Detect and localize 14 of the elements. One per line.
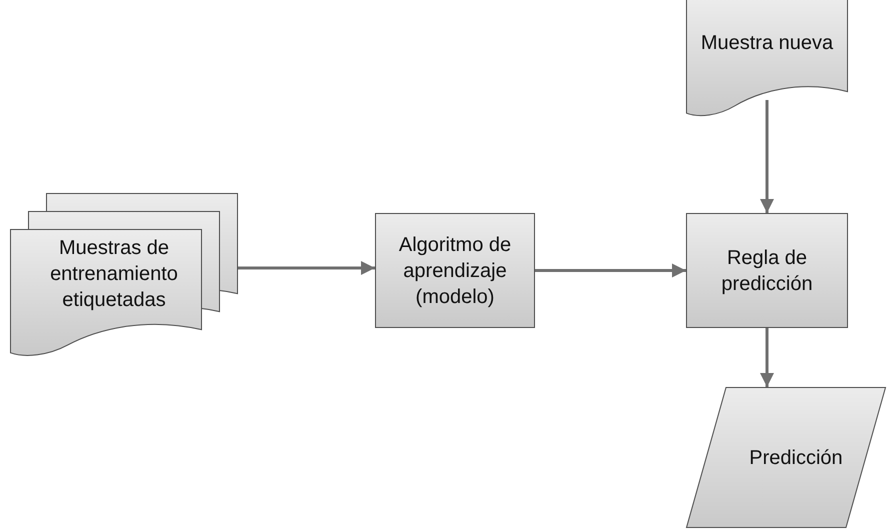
process-box [375,213,535,328]
multi-document-shape [10,193,238,358]
arrow [760,328,774,387]
node-text: Muestra nueva [700,31,834,56]
document-shape [686,0,848,118]
node-text: Predicción [749,446,843,470]
data-parallelogram [686,387,886,528]
node-text: Regla de predicción [720,246,814,296]
process-box [686,213,848,328]
arrow [760,100,774,213]
arrow [238,261,375,275]
node-text: Muestras de entrenamiento etiquetadas [49,236,179,312]
arrow [535,264,686,278]
node-text: Algoritmo de aprendizaje (modelo) [398,232,512,310]
